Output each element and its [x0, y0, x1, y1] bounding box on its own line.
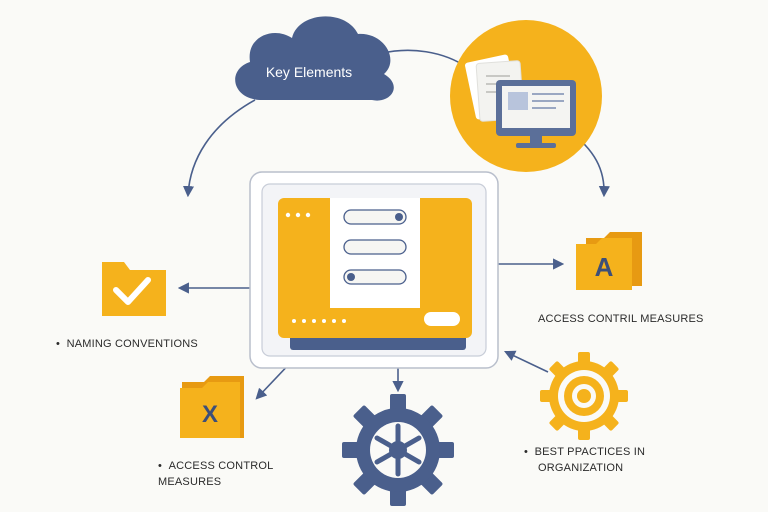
arrow-cloud-to-naming [182, 99, 256, 198]
best-practices-line1: BEST PPACTICES IN [534, 446, 646, 458]
best-practices-label: • BEST PPACTICES IN ORGANIZATION [524, 444, 645, 476]
folder-check-icon [102, 262, 166, 316]
bullet-naming: • [56, 338, 61, 350]
bullet-best: • [524, 446, 529, 458]
access-control-line1: ACCESS CONTROL [168, 460, 274, 472]
cloud-label: Key Elements [265, 64, 353, 80]
monitor-document-icon [450, 20, 602, 172]
naming-conventions-text: NAMING CONVENTIONS [66, 338, 198, 350]
folder-a-letter: A [595, 252, 614, 282]
folder-a-icon: A [576, 232, 642, 290]
access-control-left-label: • ACCESS CONTROL MEASURES [158, 458, 273, 490]
naming-conventions-label: • NAMING CONVENTIONS [56, 336, 198, 352]
arrow-target-to-panel [503, 350, 549, 373]
access-control-line2: MEASURES [158, 476, 222, 488]
folder-x-icon: X [180, 376, 244, 438]
bullet-access: • [158, 460, 163, 472]
central-app-window [249, 171, 499, 369]
access-control-right-label: ACCESS CONTRIL MEASURES [538, 313, 704, 325]
cloud-shape [235, 16, 394, 101]
best-practices-line2: ORGANIZATION [538, 462, 624, 474]
gear-icon [342, 394, 454, 506]
target-gear-icon [540, 352, 628, 440]
folder-x-letter: X [202, 401, 218, 428]
